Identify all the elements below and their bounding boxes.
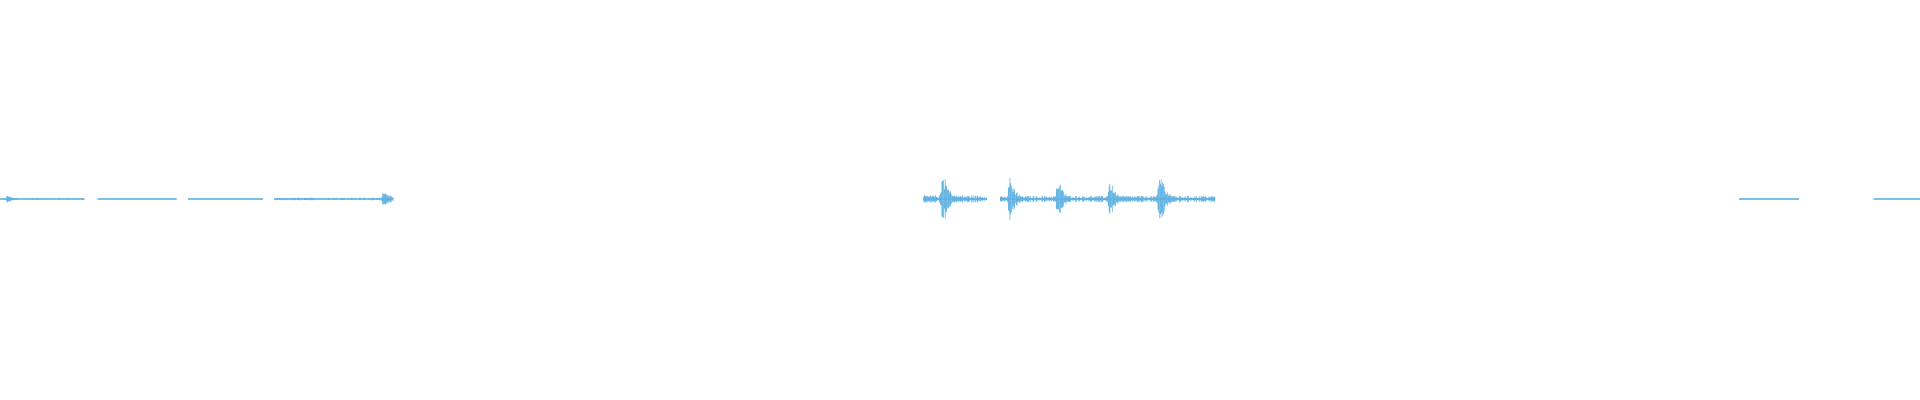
waveform-samples (97, 198, 177, 200)
waveform-layer (0, 178, 1920, 220)
waveform-samples (274, 193, 394, 205)
waveform-samples (0, 195, 85, 203)
waveform-segment-3a (1739, 198, 1800, 200)
waveform-segment-3b (1873, 198, 1920, 200)
waveform-samples (923, 179, 988, 219)
waveform-samples (1739, 198, 1800, 200)
waveform-samples (187, 198, 263, 200)
waveform-segment-1b (97, 198, 177, 200)
waveform-segment-1d (274, 193, 394, 205)
waveform-segment-1a (0, 195, 85, 203)
waveform-segment-2a (923, 179, 988, 219)
waveform-segment-2b (999, 178, 1216, 220)
waveform-samples (999, 178, 1216, 220)
waveform-samples (1873, 198, 1920, 200)
waveform-segment-1c (187, 198, 264, 200)
